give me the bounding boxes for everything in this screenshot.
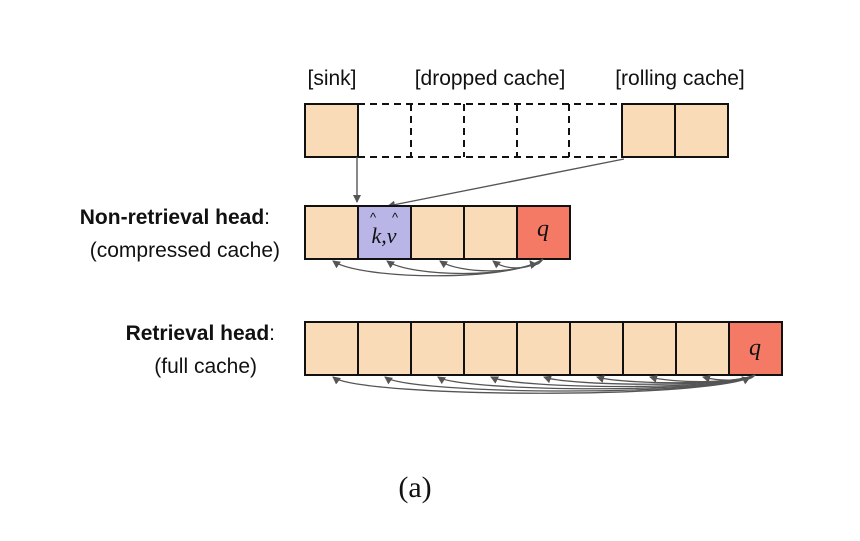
cache-cell (410, 321, 465, 376)
compressed-cache-row (304, 205, 571, 260)
cache-cell (675, 321, 730, 376)
compressed-attention-arrows (332, 258, 544, 277)
sink-label: [sink] (307, 67, 356, 90)
query-label: q (537, 216, 549, 242)
rolling-cache-cell (621, 103, 676, 158)
cache-cell (304, 205, 359, 260)
full-attention-arrows (332, 374, 756, 394)
full-sequence-row (304, 103, 729, 158)
dropped-cache-label: [dropped cache] (415, 67, 566, 90)
merged-kv-cell (357, 205, 412, 260)
dropped-cache-cells (358, 103, 622, 158)
cache-cell (357, 321, 412, 376)
hat-accent-icon: ^ (392, 210, 399, 225)
query-cell (728, 321, 783, 376)
merged-kv-label: k,v (371, 223, 396, 248)
cache-cell (304, 321, 359, 376)
rolling-cache-label: [rolling cache] (615, 67, 745, 90)
full-cache-row (304, 321, 783, 376)
cache-cell (410, 205, 465, 260)
figure-caption: (a) (398, 471, 431, 504)
rolling-to-compressed-arrow (387, 158, 625, 209)
cache-cell (622, 321, 677, 376)
cache-cell (516, 321, 571, 376)
retrieval-head-title: Retrieval head: (126, 322, 275, 345)
non-retrieval-head-title: Non-retrieval head: (80, 206, 270, 229)
query-label: q (749, 335, 761, 361)
full-cache-subtitle: (full cache) (154, 355, 257, 378)
hat-accent-icon: ^ (370, 210, 377, 225)
query-cell (516, 205, 571, 260)
cache-cell (463, 321, 518, 376)
compressed-cache-subtitle: (compressed cache) (90, 239, 280, 262)
rolling-cache-cell (674, 103, 729, 158)
cache-cell (463, 205, 518, 260)
cache-cell (569, 321, 624, 376)
sink-token-cell (304, 103, 359, 158)
